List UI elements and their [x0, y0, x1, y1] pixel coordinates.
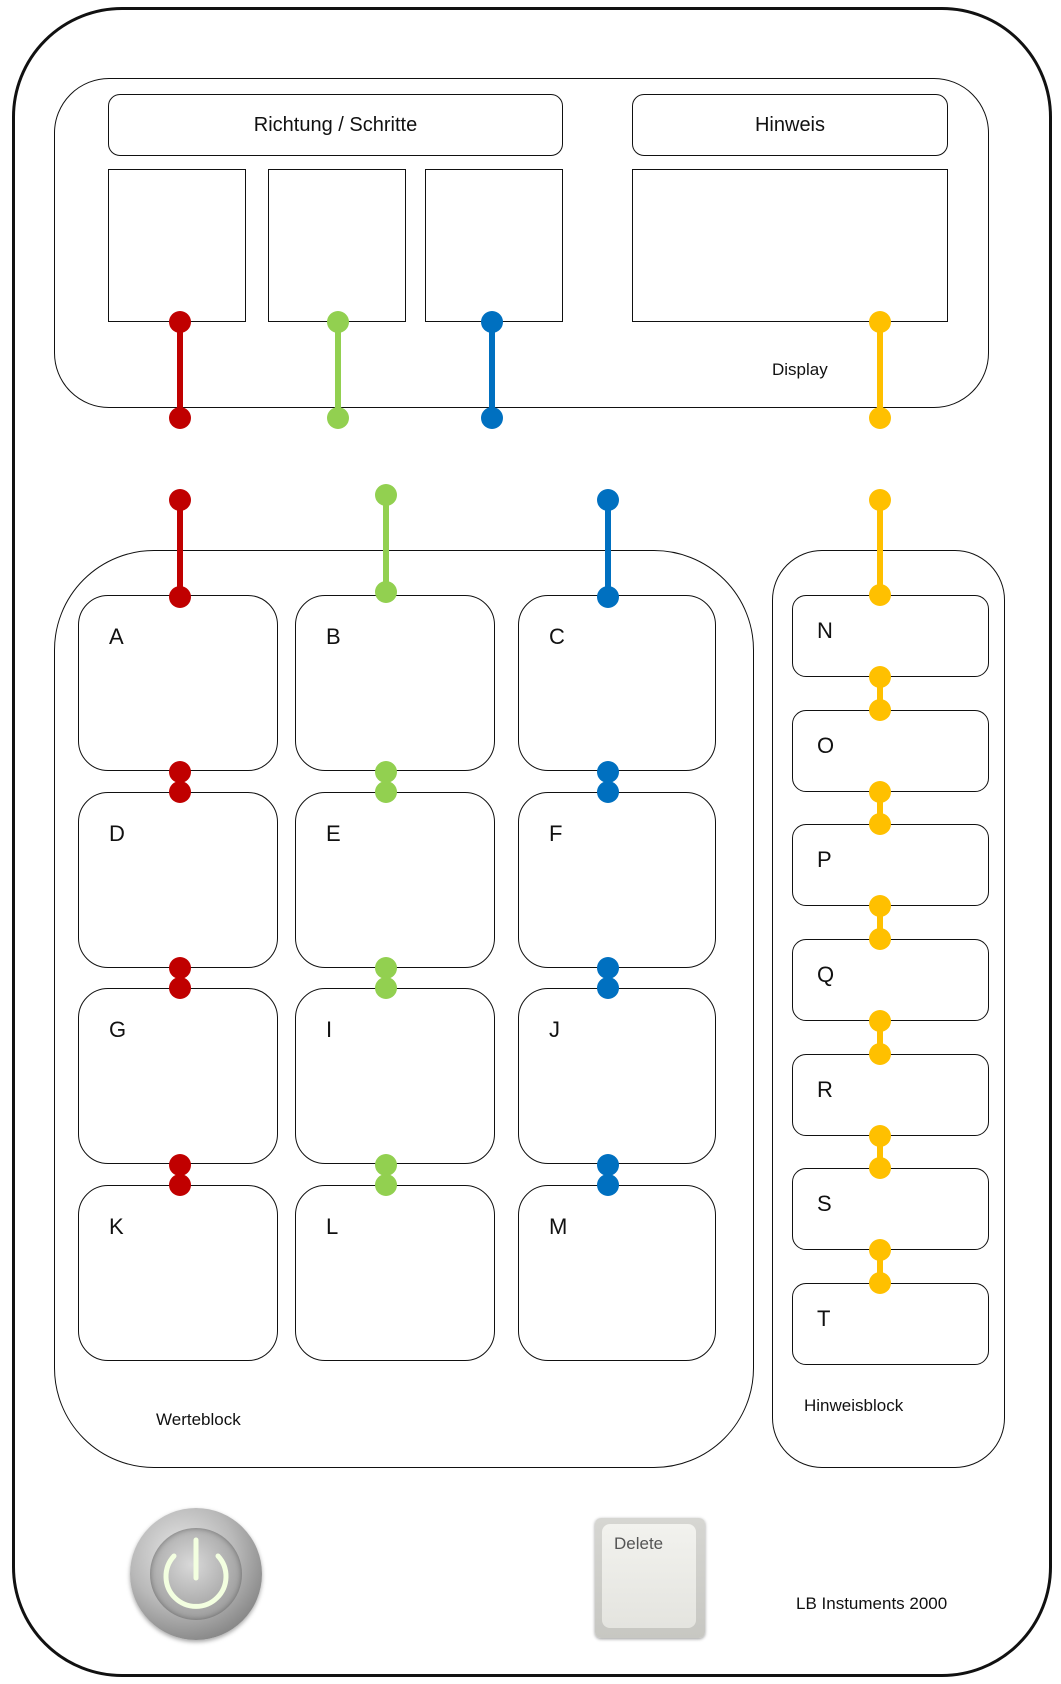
key-letter: D	[109, 821, 125, 847]
delete-key-label: Delete	[614, 1534, 663, 1554]
display-window-2	[268, 169, 406, 322]
hinweis-key-o[interactable]: O	[792, 710, 989, 792]
key-letter: S	[817, 1191, 832, 1217]
werte-key-f[interactable]: F	[518, 792, 716, 968]
werte-key-a[interactable]: A	[78, 595, 278, 771]
key-letter: J	[549, 1017, 560, 1043]
werte-key-l[interactable]: L	[295, 1185, 495, 1361]
werte-key-i[interactable]: I	[295, 988, 495, 1164]
key-letter: E	[326, 821, 341, 847]
direction-steps-label: Richtung / Schritte	[254, 114, 417, 137]
direction-steps-header: Richtung / Schritte	[108, 94, 563, 156]
power-icon	[130, 1508, 262, 1640]
hinweis-key-s[interactable]: S	[792, 1168, 989, 1250]
key-letter: F	[549, 821, 562, 847]
display-window-1	[108, 169, 246, 322]
key-letter: O	[817, 733, 834, 759]
key-letter: K	[109, 1214, 124, 1240]
key-letter: Q	[817, 962, 834, 988]
hinweisblock-label: Hinweisblock	[804, 1396, 903, 1416]
delete-key[interactable]: Delete	[595, 1518, 705, 1638]
werte-key-b[interactable]: B	[295, 595, 495, 771]
werte-key-g[interactable]: G	[78, 988, 278, 1164]
key-letter: T	[817, 1306, 830, 1332]
hinweis-key-p[interactable]: P	[792, 824, 989, 906]
key-letter: P	[817, 847, 832, 873]
display-window-3	[425, 169, 563, 322]
key-letter: B	[326, 624, 341, 650]
hint-display-window	[632, 169, 948, 322]
werte-key-j[interactable]: J	[518, 988, 716, 1164]
power-button[interactable]	[130, 1508, 262, 1640]
werte-key-m[interactable]: M	[518, 1185, 716, 1361]
werte-key-k[interactable]: K	[78, 1185, 278, 1361]
key-letter: I	[326, 1017, 332, 1043]
hinweis-key-r[interactable]: R	[792, 1054, 989, 1136]
key-letter: R	[817, 1077, 833, 1103]
delete-key-top: Delete	[602, 1524, 696, 1628]
hinweis-key-q[interactable]: Q	[792, 939, 989, 1021]
display-label: Display	[772, 360, 828, 380]
hint-header: Hinweis	[632, 94, 948, 156]
key-letter: G	[109, 1017, 126, 1043]
key-letter: C	[549, 624, 565, 650]
key-letter: M	[549, 1214, 567, 1240]
key-letter: A	[109, 624, 124, 650]
key-letter: N	[817, 618, 833, 644]
hint-header-label: Hinweis	[755, 114, 825, 137]
werte-key-c[interactable]: C	[518, 595, 716, 771]
key-letter: L	[326, 1214, 338, 1240]
werteblock-label: Werteblock	[156, 1410, 241, 1430]
werte-key-e[interactable]: E	[295, 792, 495, 968]
hinweis-key-t[interactable]: T	[792, 1283, 989, 1365]
brand-footer: LB Instuments 2000	[796, 1594, 947, 1614]
hinweis-key-n[interactable]: N	[792, 595, 989, 677]
werte-key-d[interactable]: D	[78, 792, 278, 968]
